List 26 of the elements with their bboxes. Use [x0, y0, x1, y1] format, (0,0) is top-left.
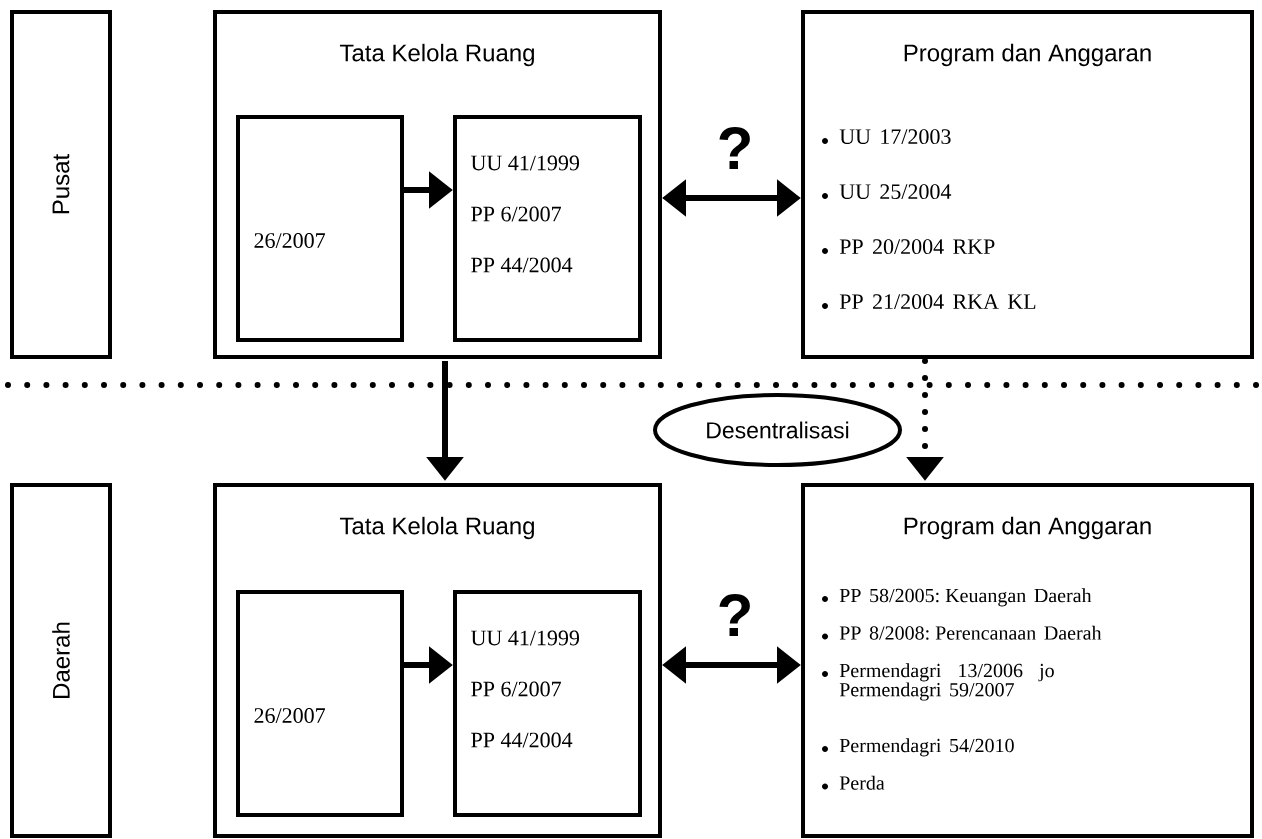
- bullet-item: PP 58/2005: Keuangan Daerah: [839, 588, 1092, 607]
- ellipse-label: Desentralisasi: [653, 393, 902, 467]
- bullet-item: Permendagri 13/2006 jo Permendagri 59/2007: [839, 663, 1054, 701]
- bullet-item: PP 8/2008: Perencanaan Daerah: [839, 625, 1102, 640]
- regulation-text: UU 41/1999: [471, 155, 579, 171]
- regulation-text: PP 44/2004: [471, 732, 573, 748]
- bullet-item: Perda: [839, 775, 885, 790]
- bullet-item: UU 25/2004: [839, 184, 952, 200]
- regulation-text: PP 6/2007: [471, 681, 561, 697]
- regulation-text: PP 44/2004: [471, 257, 573, 273]
- label-band: Pusat: [10, 10, 112, 359]
- bullet-item: Permendagri 54/2010: [839, 738, 1014, 757]
- edge-label: ?: [715, 593, 755, 637]
- label-band: Daerah: [10, 483, 112, 838]
- panel-heading: Program dan Anggaran: [904, 516, 1151, 540]
- panel-heading: Tata Kelola Ruang: [339, 516, 534, 540]
- regulation-text: PP 6/2007: [471, 206, 561, 222]
- bullet-item: PP 21/2004 RKA KL: [839, 294, 1036, 310]
- regulation-text: UU 41/1999: [471, 630, 579, 646]
- bullet-item: PP 20/2004 RKP: [839, 239, 995, 255]
- document-box: 26/2007: [236, 115, 404, 342]
- bullet-item: UU 17/2003: [839, 129, 951, 145]
- document-box: 26/2007: [236, 590, 404, 817]
- edge-label: ?: [715, 126, 755, 170]
- panel-heading: Program dan Anggaran: [904, 43, 1151, 67]
- panel-heading: Tata Kelola Ruang: [339, 43, 534, 67]
